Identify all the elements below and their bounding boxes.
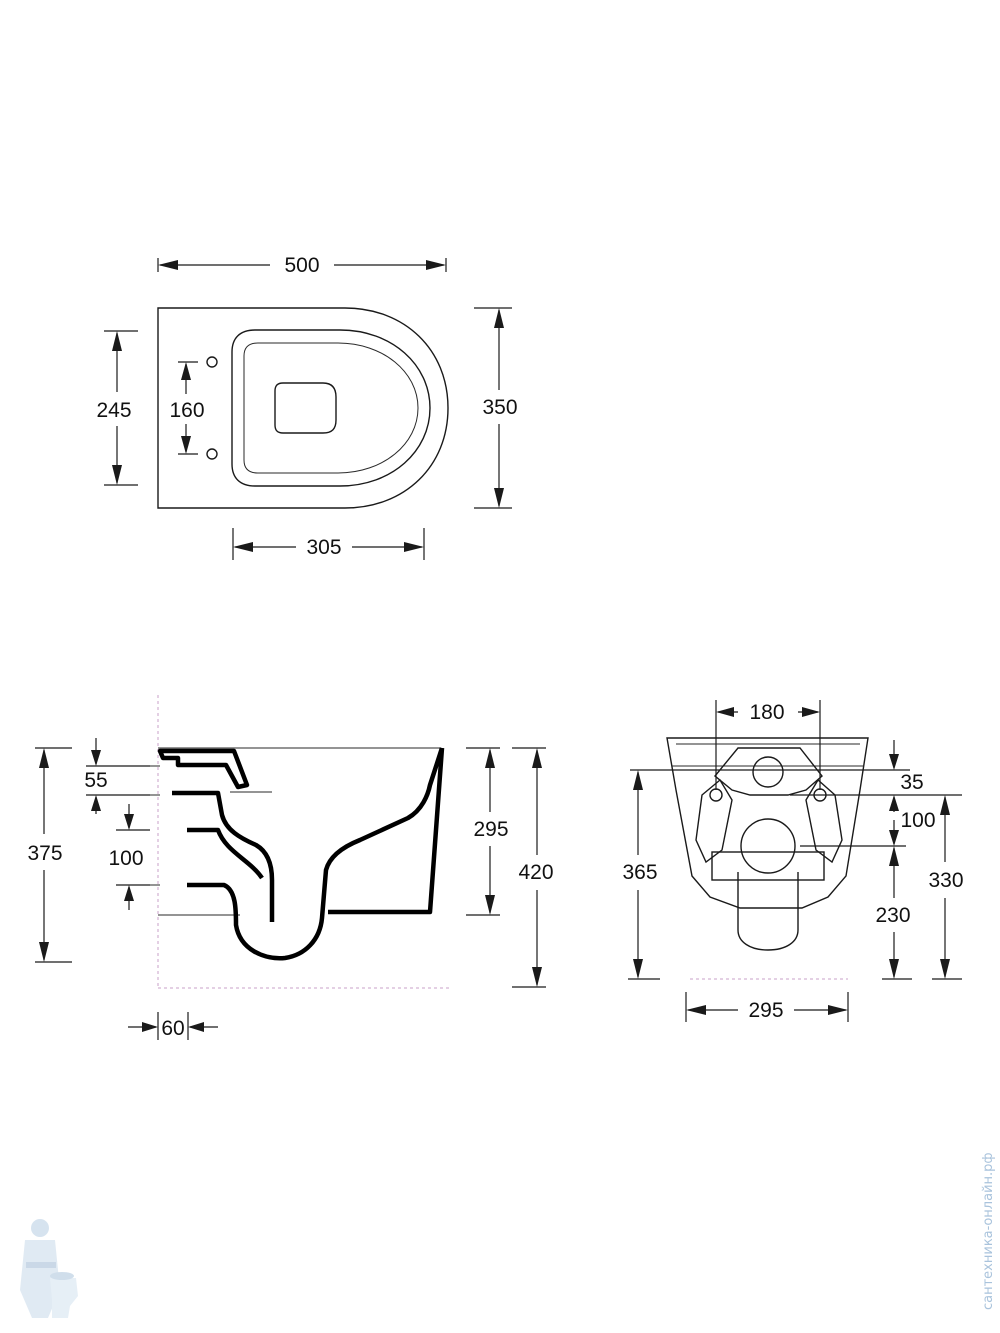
dimension-305-label: 305 (306, 536, 341, 559)
top-view-drain (274, 382, 337, 434)
dimension-55: 55 (84, 738, 150, 814)
dimension-295-rear-label: 295 (748, 999, 783, 1022)
top-view-bowl-rim (231, 329, 431, 487)
rear-view-outlet (740, 818, 796, 874)
rear-view-right-bracket (805, 778, 843, 864)
rear-view-left-bracket (695, 778, 733, 864)
dimension-230: 230 (875, 846, 912, 980)
side-view-inlet (187, 827, 264, 880)
dimension-60-label: 60 (161, 1017, 184, 1040)
dimension-60: 60 (128, 1012, 218, 1040)
dimension-350: 350 (474, 307, 518, 509)
dimension-500-label: 500 (284, 254, 319, 277)
dimension-55-label: 55 (84, 769, 107, 792)
dimension-100: 100 (108, 804, 150, 910)
dimension-420: 420 (512, 747, 554, 988)
dimension-365: 365 (622, 770, 660, 980)
rear-view-outline (666, 737, 869, 909)
dimension-160-label: 160 (169, 399, 204, 422)
dimension-180-label: 180 (749, 701, 784, 724)
side-view-outer-shell (328, 747, 445, 915)
dimension-245-label: 245 (96, 399, 131, 422)
dimension-295-side: 295 (466, 747, 509, 916)
rear-view: 180 35 100 365 (622, 700, 964, 1022)
top-view-mounting-hole (206, 448, 218, 460)
plumber-with-toilet-icon (20, 1219, 78, 1318)
top-view: 500 350 245 (96, 254, 518, 560)
dimension-375-label: 375 (27, 842, 62, 865)
top-view-bowl-rim-inner (243, 342, 419, 474)
watermark-text: сантехника-онлайн.рф (981, 1152, 996, 1310)
dimension-100-rear: 100 (800, 809, 936, 847)
dimension-420-label: 420 (518, 861, 553, 884)
dimension-160: 160 (169, 361, 205, 455)
dimension-305: 305 (232, 528, 425, 560)
side-view-trapway (172, 790, 275, 922)
rear-view-flush-inlet (752, 756, 784, 788)
dimension-500: 500 (157, 254, 447, 277)
dimension-365-label: 365 (622, 861, 657, 884)
dimension-35-label: 35 (900, 771, 923, 794)
dimension-230-label: 230 (875, 904, 910, 927)
dimension-295-rear: 295 (685, 992, 849, 1022)
rear-view-outlet-plate (711, 851, 825, 881)
dimension-100-rear-label: 100 (900, 809, 935, 832)
side-view-bowl (187, 747, 445, 961)
dimension-245: 245 (96, 330, 138, 486)
dimension-330: 330 (928, 795, 964, 980)
dimension-295-side-label: 295 (473, 818, 508, 841)
side-view: 375 55 100 (27, 695, 554, 1040)
side-view-profile (157, 748, 250, 790)
rear-view-outlet-pipe (737, 872, 799, 951)
dimension-100-label: 100 (108, 847, 143, 870)
dimension-35: 35 (630, 740, 962, 812)
dimension-375: 375 (27, 747, 72, 963)
dimension-180: 180 (715, 700, 821, 790)
rear-view-inlet-housing (714, 747, 823, 796)
rear-view-mounting-hole (709, 788, 723, 802)
dimension-330-label: 330 (928, 869, 963, 892)
dimension-350-label: 350 (482, 396, 517, 419)
top-view-outline (157, 307, 449, 509)
top-view-mounting-hole (206, 356, 218, 368)
